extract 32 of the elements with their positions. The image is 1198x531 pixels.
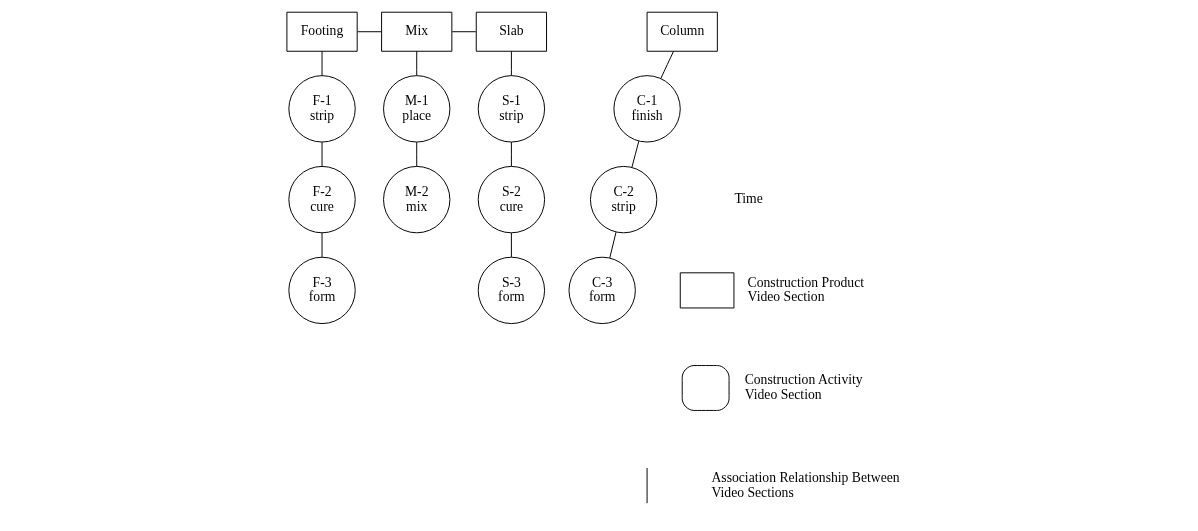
- node-box: Slab: [475, 11, 548, 52]
- node-circle: M-1 place: [383, 75, 451, 143]
- node-box: Mix: [381, 11, 453, 52]
- legend-label: Construction Product Video Section: [747, 274, 865, 305]
- connector: [321, 50, 323, 76]
- connector: [631, 140, 640, 168]
- node-circle: S-3 form: [477, 256, 546, 325]
- connector: [357, 31, 382, 33]
- node-box: Column: [646, 11, 718, 52]
- legend-label: Construction Activity Video Section: [744, 372, 863, 402]
- connector: [321, 232, 323, 258]
- label: Time: [734, 191, 763, 207]
- node-circle: C-3 form: [568, 256, 636, 325]
- node-circle: C-1 finish: [613, 75, 681, 143]
- node-circle: F-3 form: [288, 256, 356, 325]
- node-circle: S-1 strip: [477, 75, 546, 143]
- connector: [510, 232, 512, 258]
- connector: [321, 141, 323, 167]
- connector: [416, 141, 418, 167]
- connector: [660, 50, 674, 79]
- connector: [510, 50, 512, 76]
- connector: [510, 141, 512, 167]
- node-circle: S-2 cure: [477, 165, 546, 234]
- node-box: Footing: [286, 11, 358, 52]
- connector: [451, 31, 477, 33]
- connector: [416, 50, 418, 76]
- legend-label: Association Relationship Between Video Sections: [711, 469, 900, 500]
- node-circle: F-2 cure: [288, 165, 356, 234]
- node-circle: C-2 strip: [589, 165, 658, 234]
- connector: [609, 231, 617, 259]
- node-circle: F-1 strip: [288, 75, 356, 143]
- node-circle: M-2 mix: [383, 165, 451, 234]
